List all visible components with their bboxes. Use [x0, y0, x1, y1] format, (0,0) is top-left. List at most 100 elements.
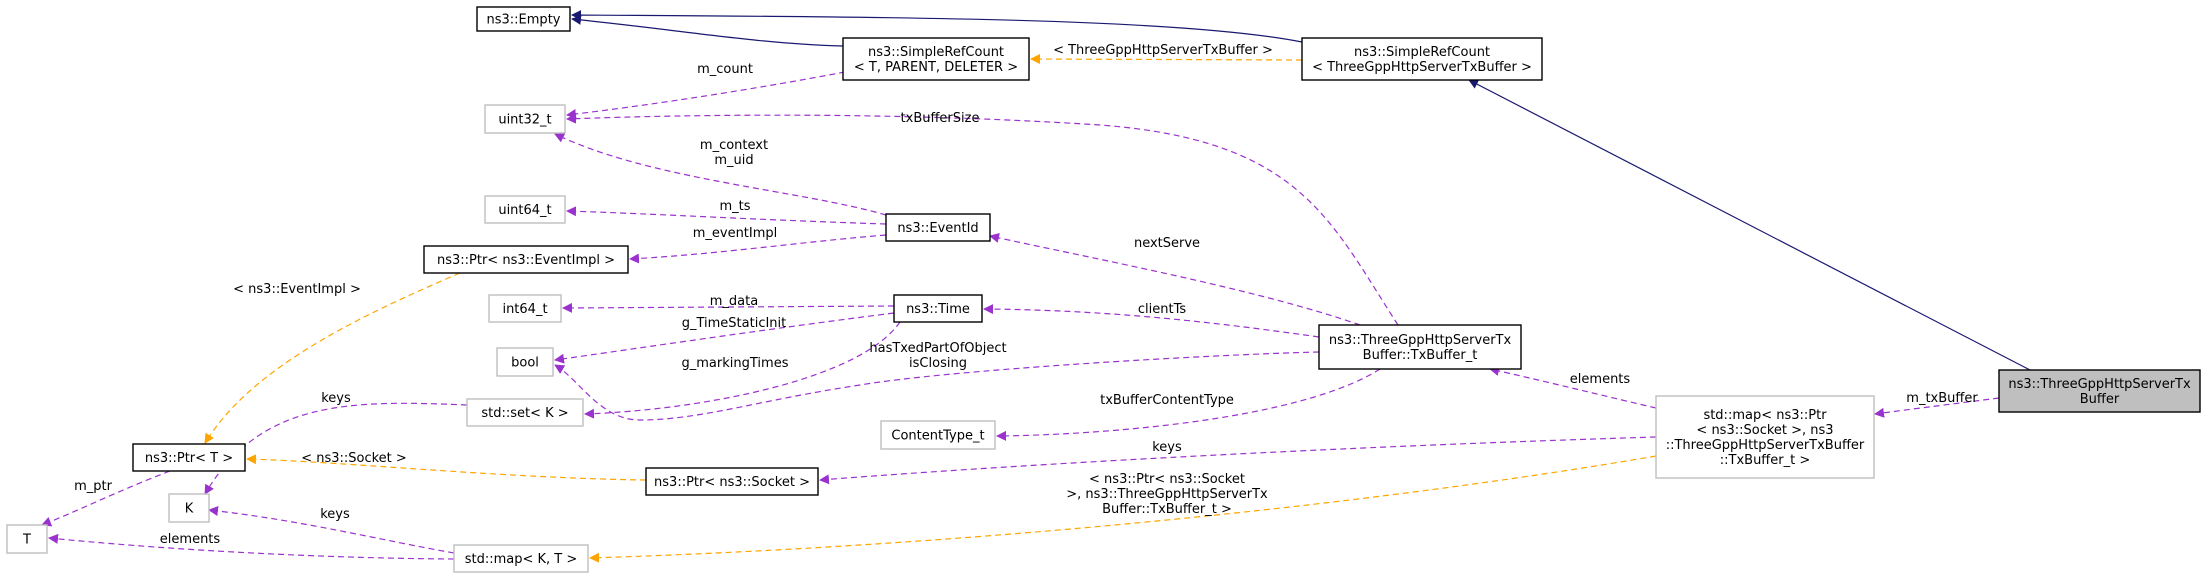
node-focus[interactable]: ns3::ThreeGppHttpServerTxBuffer — [1998, 369, 2201, 413]
node-box — [842, 37, 1030, 81]
node-mapBig[interactable]: std::map< ns3::Ptr< ns3::Socket >, ns3::… — [1655, 395, 1875, 479]
edge-line — [554, 312, 895, 364]
node-label: ContentType_t — [891, 429, 984, 444]
edge-line — [246, 454, 647, 481]
edge-label: keys — [321, 391, 351, 406]
node-u64[interactable]: uint64_t — [484, 195, 566, 224]
node-ptrSock[interactable]: ns3::Ptr< ns3::Socket > — [645, 467, 819, 496]
edge-line — [989, 233, 1361, 326]
edge-focus-srcTx — [1468, 79, 2031, 371]
node-mapKT[interactable]: std::map< K, T > — [453, 544, 589, 573]
node-txbt[interactable]: ns3::ThreeGppHttpServerTxBuffer::TxBuffe… — [1318, 324, 1522, 370]
node-label: std::map< ns3::Ptr — [1703, 408, 1827, 423]
edge-line — [566, 113, 1399, 326]
node-T[interactable]: T — [6, 524, 48, 554]
node-i64[interactable]: int64_t — [488, 294, 562, 323]
edge-srcTx-empty — [571, 10, 1303, 43]
node-K[interactable]: K — [168, 493, 210, 523]
node-box — [484, 104, 566, 134]
node-box — [1655, 395, 1875, 479]
edge-label: nextServe — [1134, 236, 1200, 251]
node-box — [1301, 37, 1543, 81]
edge-srcT-u32: m_count — [566, 62, 846, 119]
edge-line — [554, 351, 1320, 421]
node-u32[interactable]: uint32_t — [484, 104, 566, 134]
edge-txbt-ctype: txBufferContentType — [996, 368, 1381, 441]
node-box — [423, 245, 629, 274]
edge-time-bool: g_TimeStaticInit — [554, 312, 895, 364]
node-bool[interactable]: bool — [496, 347, 554, 377]
node-empty[interactable]: ns3::Empty — [476, 6, 571, 32]
node-evid[interactable]: ns3::EventId — [885, 213, 991, 242]
edge-line — [41, 470, 171, 527]
node-label: ns3::EventId — [897, 221, 978, 236]
node-setK[interactable]: std::set< K > — [466, 398, 584, 427]
edge-label: clientTs — [1138, 302, 1186, 317]
edge-label: hasTxedPartOfObject — [869, 341, 1006, 356]
edge-label: Buffer::TxBuffer_t > — [1102, 502, 1232, 517]
node-label: ns3::Time — [906, 302, 970, 317]
edge-srcTx-srcT: < ThreeGppHttpServerTxBuffer > — [1030, 43, 1303, 65]
node-ptrEI[interactable]: ns3::Ptr< ns3::EventImpl > — [423, 245, 629, 274]
node-label: ns3::SimpleRefCount — [868, 45, 1004, 60]
edge-label: < ns3::Ptr< ns3::Socket — [1089, 472, 1245, 487]
node-box — [476, 6, 571, 32]
edge-label: m_data — [710, 294, 758, 309]
edge-line — [1874, 397, 2000, 418]
edge-line — [983, 304, 1320, 338]
node-label: Buffer — [2080, 392, 2120, 407]
edge-label: g_markingTimes — [682, 356, 789, 371]
node-srcTx[interactable]: ns3::SimpleRefCount< ThreeGppHttpServerT… — [1301, 37, 1543, 81]
node-box — [880, 420, 996, 450]
node-label: Buffer::TxBuffer_t — [1363, 348, 1478, 363]
node-label: ns3::Ptr< ns3::Socket > — [654, 475, 810, 490]
node-time[interactable]: ns3::Time — [893, 294, 983, 323]
edge-label: m_count — [697, 62, 753, 77]
node-label: bool — [511, 356, 539, 371]
node-label: int64_t — [502, 302, 547, 317]
node-label: ns3::Empty — [487, 13, 561, 28]
node-box — [1998, 369, 2201, 413]
edge-label: g_TimeStaticInit — [682, 316, 787, 331]
edge-label: < ns3::EventImpl > — [233, 282, 361, 297]
node-label: < T, PARENT, DELETER > — [854, 60, 1018, 75]
node-ctype[interactable]: ContentType_t — [880, 420, 996, 450]
node-label: ns3::ThreeGppHttpServerTx — [2008, 377, 2191, 392]
node-box — [466, 398, 584, 427]
edge-line — [629, 234, 887, 264]
node-label: uint32_t — [498, 113, 551, 128]
edge-label: keys — [320, 507, 350, 522]
edge-label: m_eventImpl — [693, 226, 778, 241]
node-label: K — [185, 502, 194, 517]
node-ptrT[interactable]: ns3::Ptr< T > — [132, 443, 246, 472]
edge-label: txBufferContentType — [1100, 393, 1234, 408]
node-label: ::ThreeGppHttpServerTxBuffer — [1666, 438, 1865, 453]
node-label: ns3::ThreeGppHttpServerTx — [1329, 333, 1512, 348]
node-box — [496, 347, 554, 377]
edge-line — [1030, 54, 1303, 65]
edge-label: txBufferSize — [901, 111, 980, 126]
edge-time-i64: m_data — [562, 294, 895, 313]
node-box — [484, 195, 566, 224]
edge-label: m_uid — [714, 153, 753, 168]
node-label: ns3::Ptr< T > — [145, 451, 233, 466]
edge-mapBig-ptrSock: keys — [819, 436, 1657, 485]
edge-focus-mapBig: m_txBuffer — [1874, 391, 2000, 418]
edge-evid-ptrEI: m_eventImpl — [629, 226, 887, 264]
edge-line — [819, 436, 1657, 485]
edge-label: m_txBuffer — [1906, 391, 1978, 406]
edge-line — [204, 272, 461, 444]
edge-label: m_ptr — [74, 479, 113, 494]
edge-line — [1489, 366, 1657, 409]
node-label: < ns3::Socket >, ns3 — [1696, 423, 1833, 438]
edge-mapKT-T: elements — [48, 532, 455, 560]
edge-line — [1468, 79, 2031, 371]
edge-line — [996, 368, 1381, 441]
edge-label: keys — [1152, 440, 1182, 455]
node-box — [488, 294, 562, 323]
node-srcT[interactable]: ns3::SimpleRefCount< T, PARENT, DELETER … — [842, 37, 1030, 81]
edge-line — [208, 506, 455, 554]
node-box — [132, 443, 246, 472]
edge-time-setK: g_markingTimes — [584, 321, 901, 419]
node-label: std::map< K, T > — [465, 552, 578, 567]
